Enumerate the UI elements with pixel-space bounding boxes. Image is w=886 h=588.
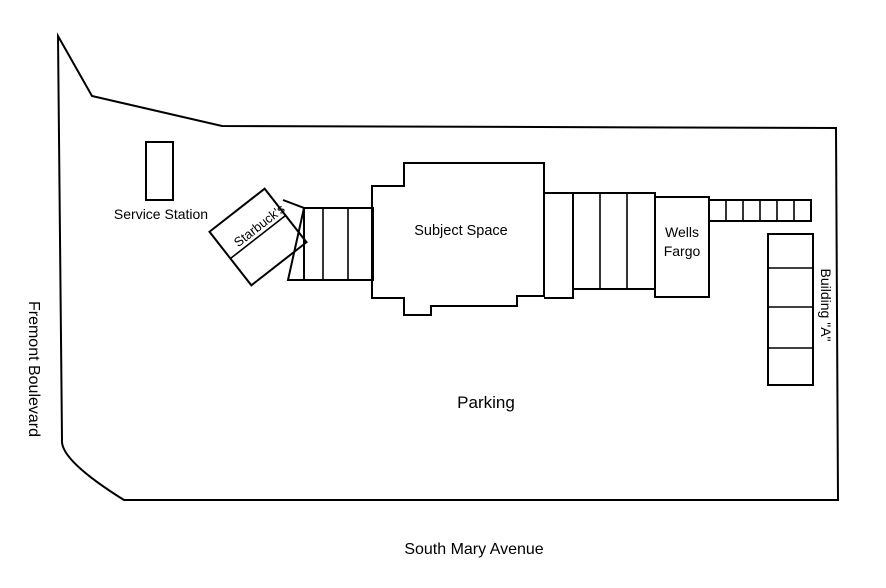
wells-fargo-building	[654, 196, 710, 298]
left-shop-units	[286, 207, 374, 281]
parking-label: Parking	[457, 393, 515, 412]
wells-fargo-label-line1: Wells	[665, 224, 699, 240]
wells-fargo-label-line2: Fargo	[664, 243, 701, 259]
subject-space-label: Subject Space	[414, 223, 508, 239]
service-station-building	[145, 141, 174, 201]
service-station-label: Service Station	[114, 206, 208, 222]
property-boundary	[56, 32, 840, 501]
south-mary-avenue-label: South Mary Avenue	[404, 541, 543, 558]
subject-space-building	[371, 162, 545, 316]
building-a	[767, 233, 814, 386]
right-shop-units	[544, 192, 656, 299]
building-a-label: Building "A"	[818, 269, 834, 342]
starbucks-building	[208, 187, 308, 287]
fremont-boulevard-label: Fremont Boulevard	[25, 301, 42, 437]
small-strip-units	[708, 199, 812, 222]
